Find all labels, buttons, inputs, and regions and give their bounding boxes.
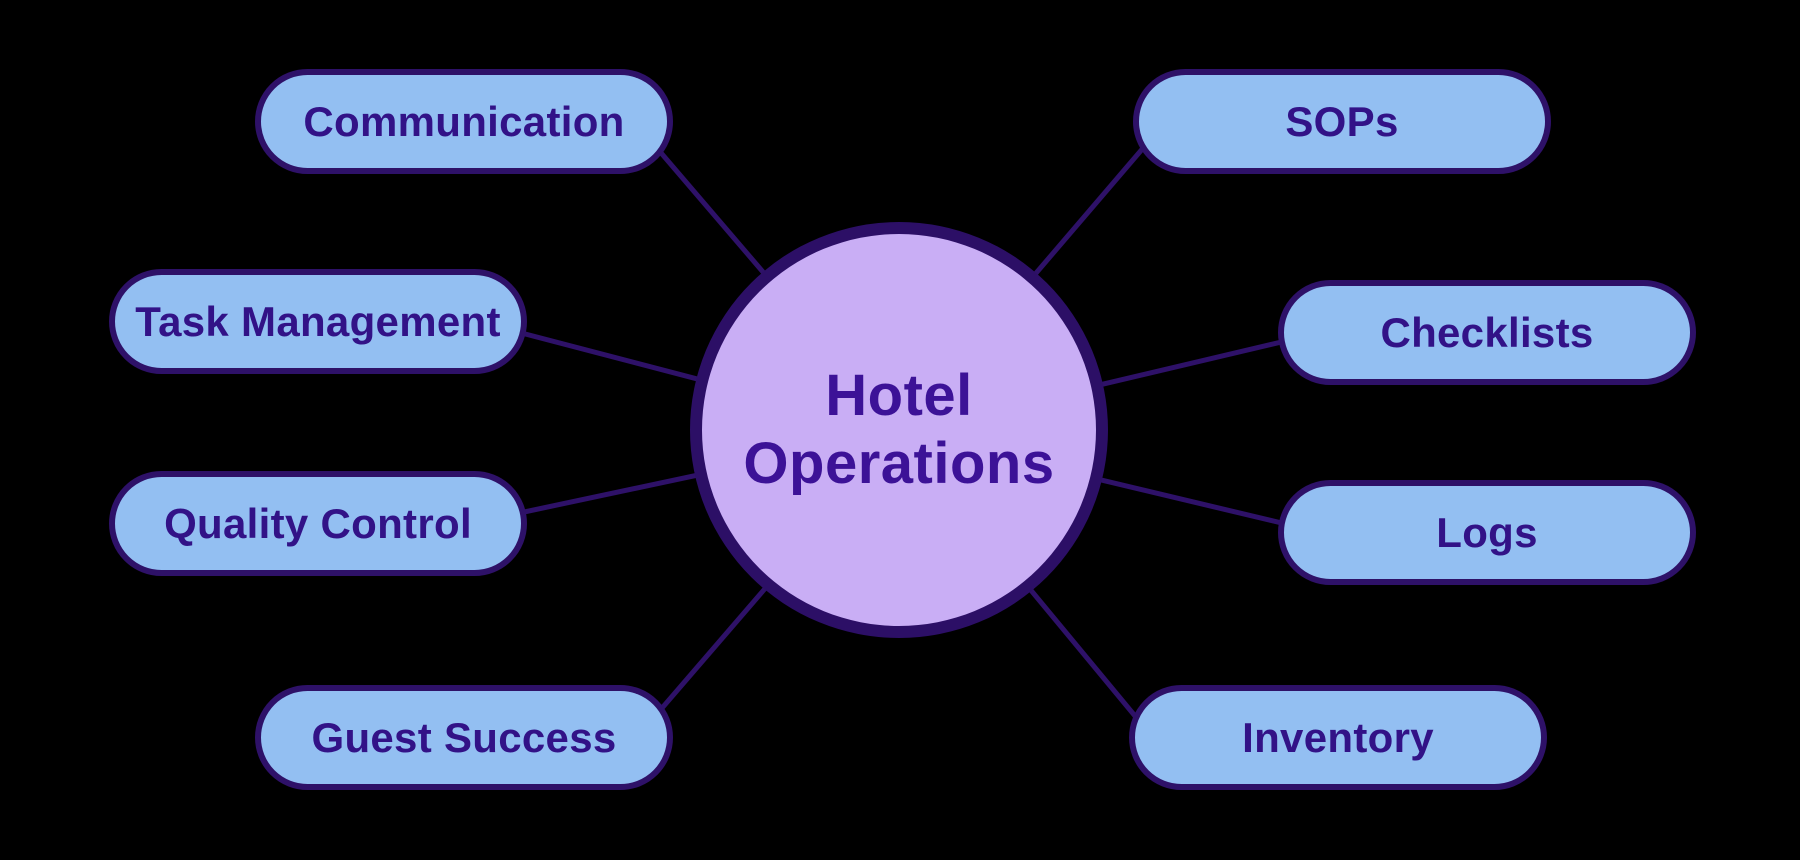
node-task-management[interactable]: Task Management: [109, 269, 527, 374]
node-inventory-label: Inventory: [1242, 713, 1434, 761]
node-sops-label: SOPs: [1285, 97, 1399, 145]
node-checklists[interactable]: Checklists: [1278, 280, 1696, 385]
node-sops[interactable]: SOPs: [1133, 69, 1551, 174]
node-communication[interactable]: Communication: [255, 69, 673, 174]
node-checklists-label: Checklists: [1380, 308, 1594, 356]
center-node-hotel-operations[interactable]: Hotel Operations: [690, 222, 1108, 638]
node-quality-control[interactable]: Quality Control: [109, 471, 527, 576]
node-task-management-label: Task Management: [135, 297, 501, 345]
center-node-label-line1: Hotel: [825, 362, 973, 428]
node-logs-label: Logs: [1436, 508, 1538, 556]
node-communication-label: Communication: [303, 97, 625, 145]
node-logs[interactable]: Logs: [1278, 480, 1696, 585]
node-guest-success-label: Guest Success: [311, 713, 617, 761]
center-node-label-line2: Operations: [743, 431, 1055, 496]
node-guest-success[interactable]: Guest Success: [255, 685, 673, 790]
node-inventory[interactable]: Inventory: [1129, 685, 1547, 790]
node-quality-control-label: Quality Control: [164, 499, 472, 547]
